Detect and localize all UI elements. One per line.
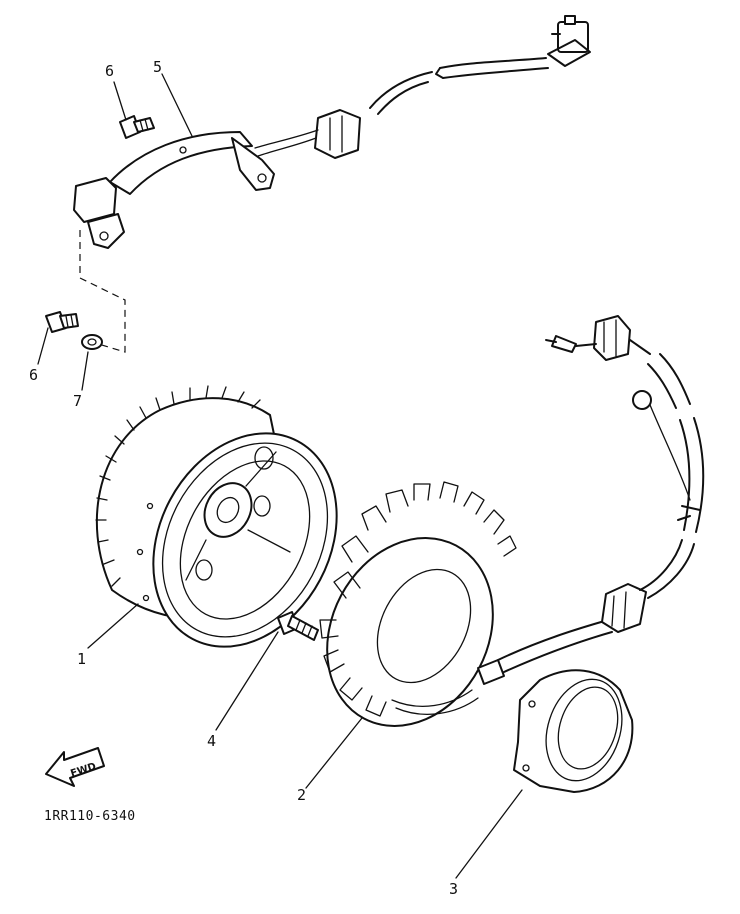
callout-4: 4 [207, 732, 216, 750]
callout-6-lower: 6 [29, 366, 38, 384]
washer [81, 334, 103, 350]
bolt [277, 611, 319, 641]
stator-cover-ring [513, 669, 634, 793]
callout-2: 2 [297, 786, 306, 804]
screw-lower [45, 311, 79, 333]
stator-harness [545, 315, 705, 633]
leader-lines [37, 73, 523, 879]
stator [319, 481, 613, 727]
pickup-coil-assembly [73, 15, 591, 249]
callout-6-upper: 6 [105, 62, 114, 80]
forward-arrow: FWD [45, 747, 105, 787]
drawing-code: 1RR110-6340 [44, 809, 136, 824]
callout-5: 5 [153, 58, 162, 76]
alignment-guide [79, 230, 126, 353]
callout-1: 1 [77, 650, 86, 668]
callout-3: 3 [449, 880, 458, 898]
rotor-flywheel [95, 385, 338, 648]
callout-7: 7 [73, 392, 82, 410]
screw-upper [119, 115, 155, 139]
